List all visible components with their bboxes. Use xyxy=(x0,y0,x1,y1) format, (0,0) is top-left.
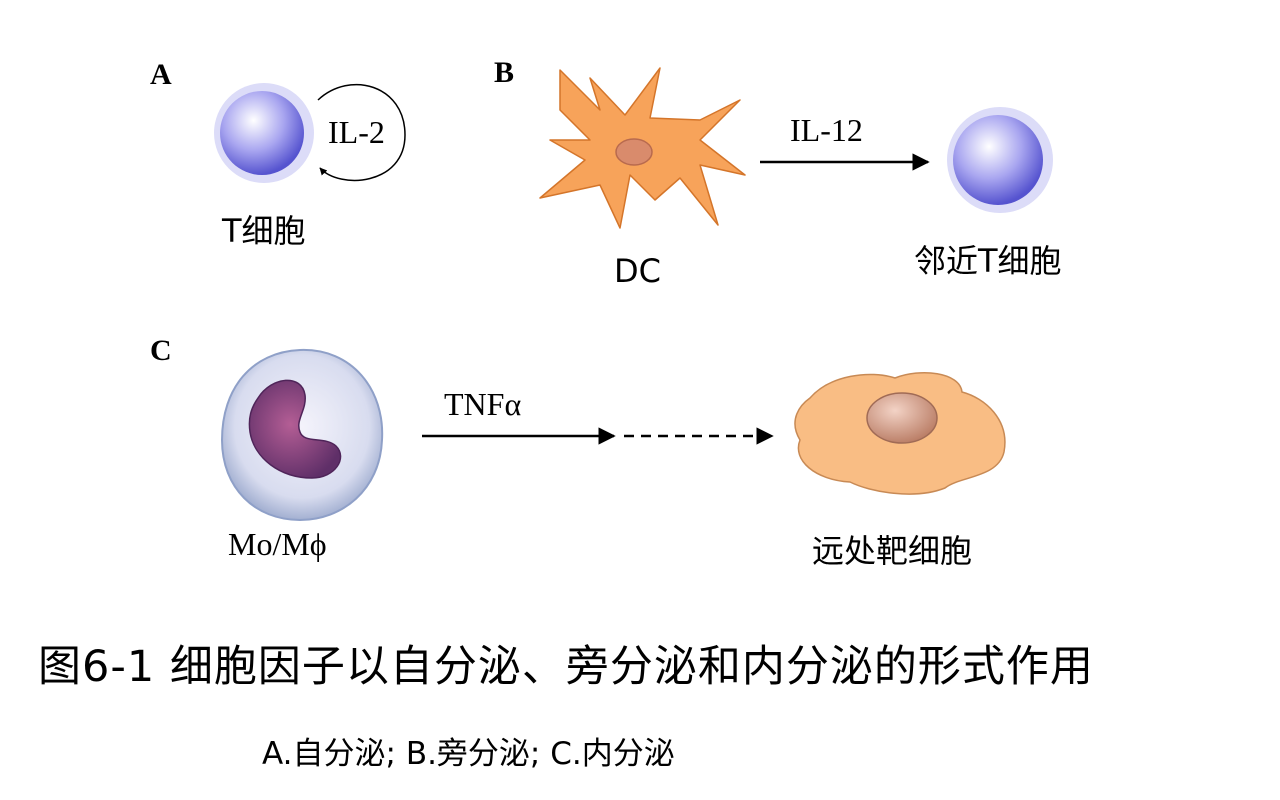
panel-a-letter: A xyxy=(150,58,172,91)
panel-b-letter: B xyxy=(494,56,515,89)
figure-caption: 图6-1 细胞因子以自分泌、旁分泌和内分泌的形式作用 xyxy=(38,642,1094,692)
panel-b-target-label: 邻近T细胞 xyxy=(914,242,1062,280)
panel-c-source-label: Mo/Mϕ xyxy=(228,526,327,562)
panel-c-distant-target-cell xyxy=(794,372,1006,495)
panel-a-t-cell xyxy=(214,83,314,183)
panel-c-letter: C xyxy=(150,334,172,367)
panel-b-adjacent-t-cell xyxy=(947,107,1053,213)
figure-subcaption: A.自分泌; B.旁分泌; C.内分泌 xyxy=(262,736,675,772)
panel-b-cytokine-label: IL-12 xyxy=(790,112,863,148)
panel-c-target-label: 远处靶细胞 xyxy=(812,532,973,570)
panel-a-cytokine-label: IL-2 xyxy=(328,114,385,150)
panel-c-monocyte xyxy=(220,348,384,522)
panel-a-cell-label: T细胞 xyxy=(222,212,306,250)
panel-b-dendritic-cell xyxy=(539,67,746,229)
autocrine-loop-arrow xyxy=(317,84,406,182)
panel-c-cytokine-label: TNFα xyxy=(444,386,522,422)
panel-b-source-label: DC xyxy=(614,252,661,290)
